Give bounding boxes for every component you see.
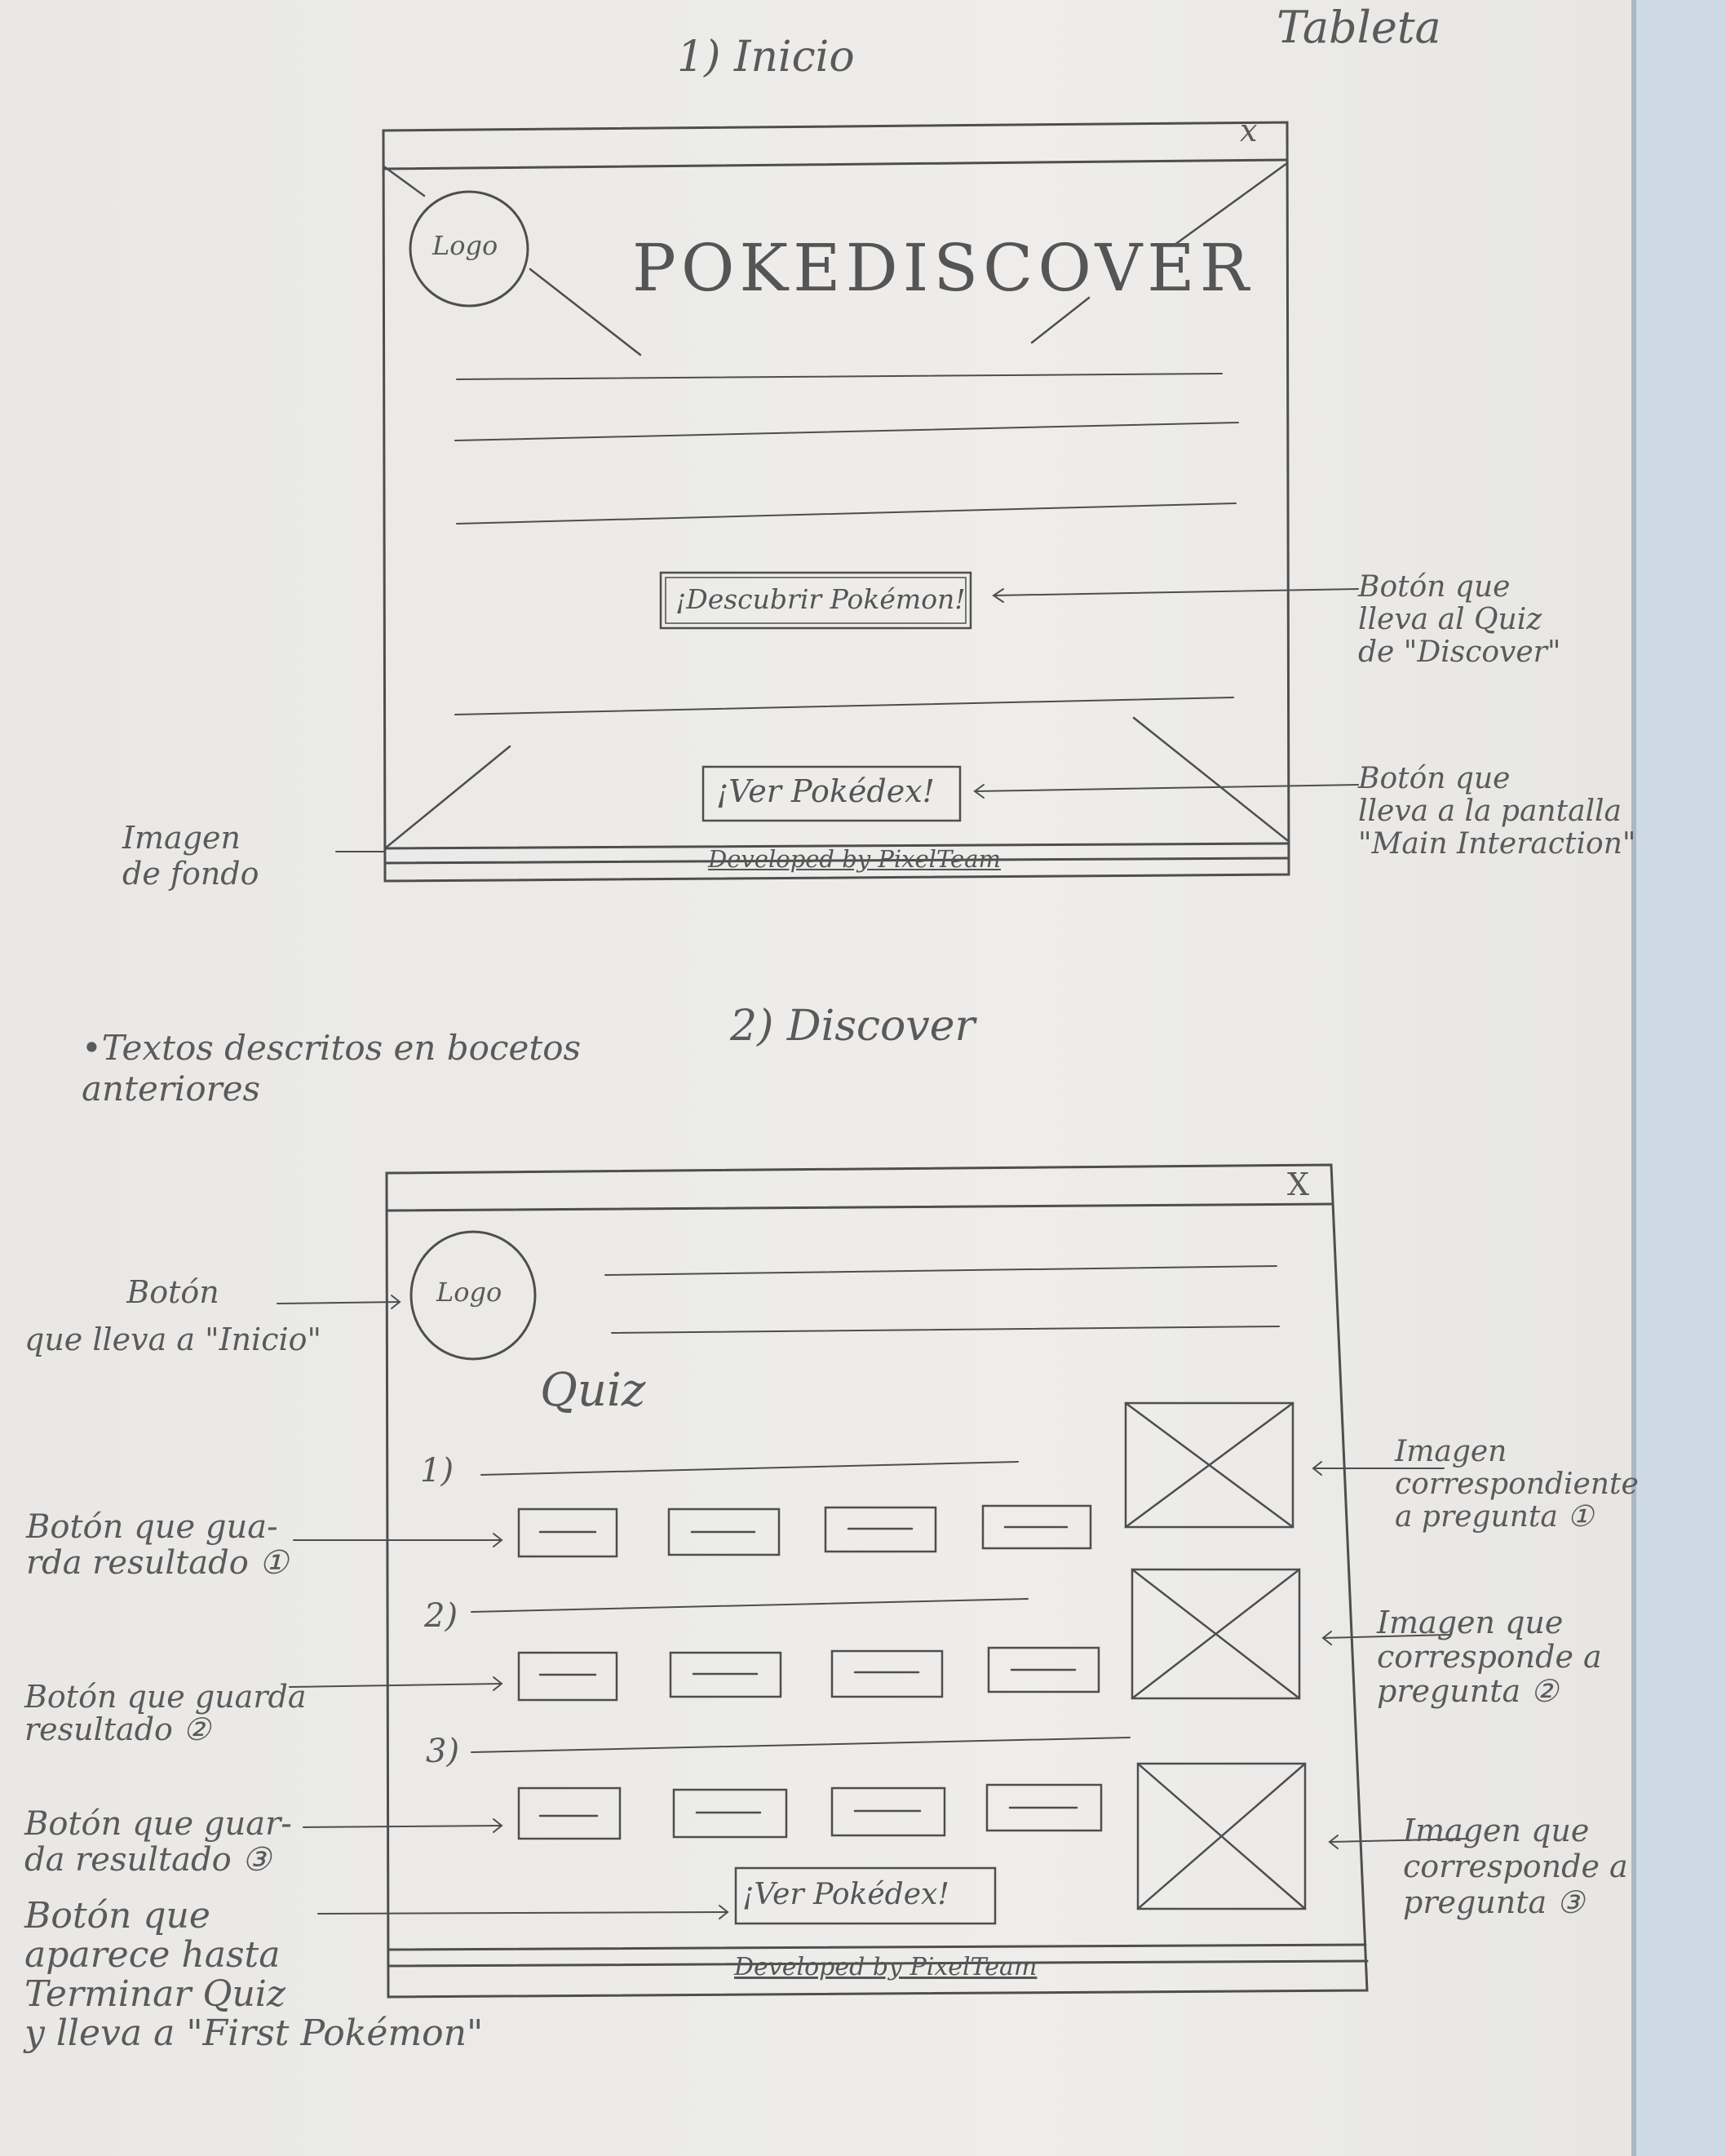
screen2-pokedex-label[interactable]: ¡Ver Pokédex!	[742, 1878, 949, 1911]
screen2-note-save3: Botón que guar- da resultado ③	[24, 1805, 292, 1879]
screen2-logo-circle	[409, 1230, 537, 1361]
question-number: 1)	[420, 1452, 454, 1490]
screen2-arrows	[277, 1295, 1469, 1919]
screen1-note-background: Imagen de fondo	[122, 820, 259, 892]
screen2-note-finish: Botón que aparece hasta Terminar Quiz y …	[24, 1895, 484, 2054]
screen1-note-discover: Botón que lleva al Quiz de "Discover"	[1358, 570, 1561, 669]
screen2-frame	[385, 1163, 1369, 1999]
tablet-label: Tableta	[1277, 2, 1441, 53]
screen1-text-lines	[454, 373, 1239, 715]
screen2-footer: Developed by PixelTeam	[734, 1953, 1038, 1981]
screen1-footer: Developed by PixelTeam	[708, 845, 1001, 873]
bullet-note: •Textos descritos en bocetos anteriores	[82, 1028, 582, 1109]
screen2-heading: 2) Discover	[730, 1002, 976, 1051]
screen1-app-title: POKEDISCOVER	[632, 230, 1254, 306]
question-number: 2)	[424, 1597, 458, 1635]
screen2-close-icon[interactable]: X	[1287, 1167, 1310, 1202]
screen1-pokedex-label[interactable]: ¡Ver Pokédex!	[716, 773, 935, 809]
screen2-pokedex-button	[734, 1866, 997, 1925]
screen2-logo[interactable]: Logo	[436, 1277, 502, 1308]
screen1-pokedex-button	[701, 765, 962, 822]
screen1-discover-label[interactable]: ¡Descubrir Pokémon!	[675, 583, 966, 615]
screen2-note-img2: Imagen que corresponde a pregunta ②	[1377, 1605, 1602, 1709]
screen2-quiz-title: Quiz	[540, 1364, 646, 1417]
screen1-logo: Logo	[432, 230, 498, 261]
screen1-close-icon[interactable]: x	[1240, 113, 1258, 148]
screen2-note-save2: Botón que guarda resultado ②	[24, 1679, 307, 1747]
screen1-logo-circle	[409, 190, 529, 308]
screen1-bg-lines	[383, 162, 1289, 850]
question-number: 3)	[426, 1733, 460, 1770]
paper-edge	[1631, 0, 1726, 2156]
screen1-frame	[382, 121, 1290, 883]
screen2-note-img3: Imagen que corresponde a pregunta ③	[1403, 1813, 1628, 1920]
screen1-heading: 1) Inicio	[677, 33, 855, 82]
screen2-note-img1: Imagen correspondiente a pregunta ①	[1395, 1435, 1639, 1534]
screen1-arrows	[335, 588, 1359, 852]
screen1-discover-button	[659, 571, 972, 630]
screen2-header-lines	[604, 1265, 1280, 1334]
screen1-note-pokedex: Botón que lleva a la pantalla "Main Inte…	[1358, 762, 1636, 861]
answer-buttons	[517, 1504, 1103, 1840]
question-images	[1124, 1401, 1307, 1910]
screen2-note-save1: Botón que gua- rda resultado ①	[26, 1508, 289, 1582]
screen2-note-home: Botón que lleva a "Inicio"	[24, 1274, 322, 1357]
screen2-question-lines	[471, 1461, 1131, 1753]
